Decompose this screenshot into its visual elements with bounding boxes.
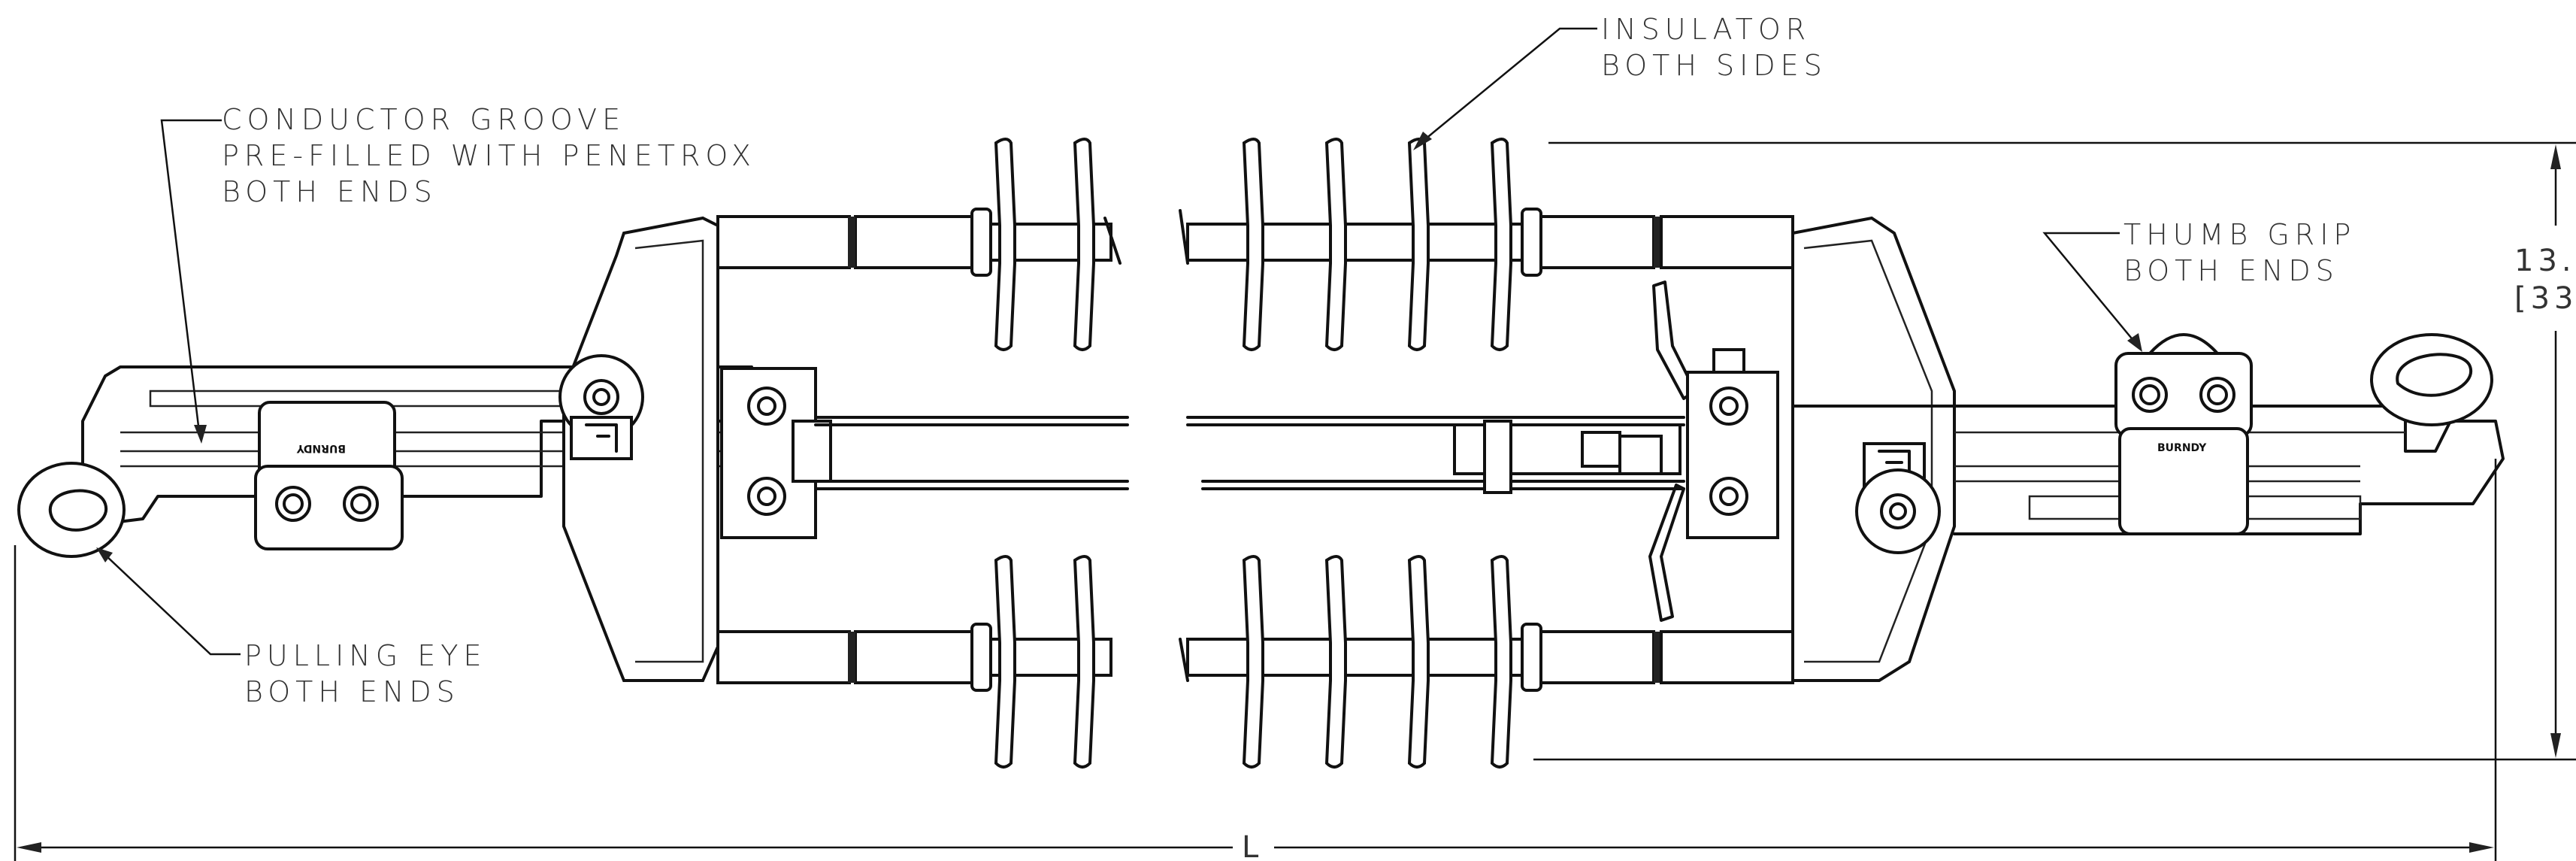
dimension-lines xyxy=(14,141,2576,861)
pulling-eye-label-line1: PULLING EYE xyxy=(244,639,486,672)
pulling-eye-label-line2: BOTH ENDS xyxy=(244,675,460,708)
dimension-height-label-line2: [330 xyxy=(2514,281,2576,316)
left-insulator-top xyxy=(716,138,1122,351)
leader-lines xyxy=(96,27,2142,656)
left-center-block xyxy=(720,367,1129,539)
conductor-groove-label-line3: BOTH ENDS xyxy=(222,175,437,208)
right-insulator-top xyxy=(1179,138,1794,351)
brand-mark-right: BURNDY xyxy=(2157,442,2207,454)
brand-mark-left: BURNDY xyxy=(296,442,346,454)
thumb-grip-clamp-left: BURNDY xyxy=(254,401,404,550)
conductor-groove-label-line2: PRE-FILLED WITH PENETROX xyxy=(222,139,756,172)
left-insulator-bottom xyxy=(716,555,1112,769)
thumb-grip-clamp-right: BURNDY xyxy=(2114,333,2253,535)
label-thumb-grip: THUMB GRIP BOTH ENDS xyxy=(2123,218,2356,287)
right-insulator-bottom xyxy=(1179,555,1794,769)
thumb-grip-label-line2: BOTH ENDS xyxy=(2123,254,2339,287)
insulator-label-line1: INSULATOR xyxy=(1601,13,1811,46)
pulling-eye-left xyxy=(17,462,126,558)
pulling-eye-right xyxy=(2370,333,2493,426)
dimension-height-label-line1: 13.0 xyxy=(2514,244,2576,278)
right-end-fitting: BURNDY xyxy=(1791,216,2505,682)
right-center-mechanism xyxy=(1186,280,1779,622)
label-pulling-eye: PULLING EYE BOTH ENDS xyxy=(244,639,486,708)
conductor-groove-label-line1: CONDUCTOR GROOVE xyxy=(222,103,625,136)
dimension-length-label: L xyxy=(1242,830,1263,861)
insulator-label-line2: BOTH SIDES xyxy=(1601,49,1827,82)
thumb-grip-label-line1: THUMB GRIP xyxy=(2123,218,2356,251)
left-end-fitting: BURNDY xyxy=(17,216,753,682)
label-insulator: INSULATOR BOTH SIDES xyxy=(1601,13,1827,82)
label-conductor-groove: CONDUCTOR GROOVE PRE-FILLED WITH PENETRO… xyxy=(222,103,756,208)
